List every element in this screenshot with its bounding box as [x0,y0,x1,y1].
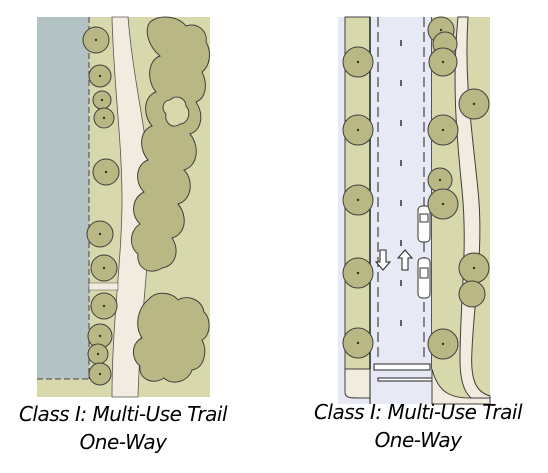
trail-connector-curve [431,368,491,405]
up-arrow-icon [396,249,414,271]
right-caption-subtitle: One-Way [374,428,462,452]
right-caption-title: Class I: Multi-Use Trail [313,400,523,424]
tree-centers-left [94,38,108,376]
tree [458,280,486,308]
right-caption: Class I: Multi-Use Trail One-Way [298,398,538,454]
left-parkway-curve [344,368,371,399]
roadway [370,17,432,369]
trail-spur [88,282,119,291]
canopy-cluster-upper [131,16,210,272]
car-icon [417,205,431,299]
left-bottom-grass [37,379,97,397]
tree-centers-right [356,28,476,346]
left-caption: Class I: Multi-Use Trail One-Way [18,400,228,456]
water-body [37,17,89,379]
canopy-gap [162,96,190,127]
crosswalk [373,363,431,371]
left-panel [37,16,210,398]
down-arrow-icon [374,249,392,271]
left-caption-subtitle: One-Way [79,430,167,454]
right-panel [338,16,491,405]
left-tree-row [82,26,120,386]
crosswalk-bar [377,377,433,382]
canopy-cluster-lower [133,292,210,383]
street-tree-row-right [427,16,490,360]
left-caption-title: Class I: Multi-Use Trail [18,402,228,426]
